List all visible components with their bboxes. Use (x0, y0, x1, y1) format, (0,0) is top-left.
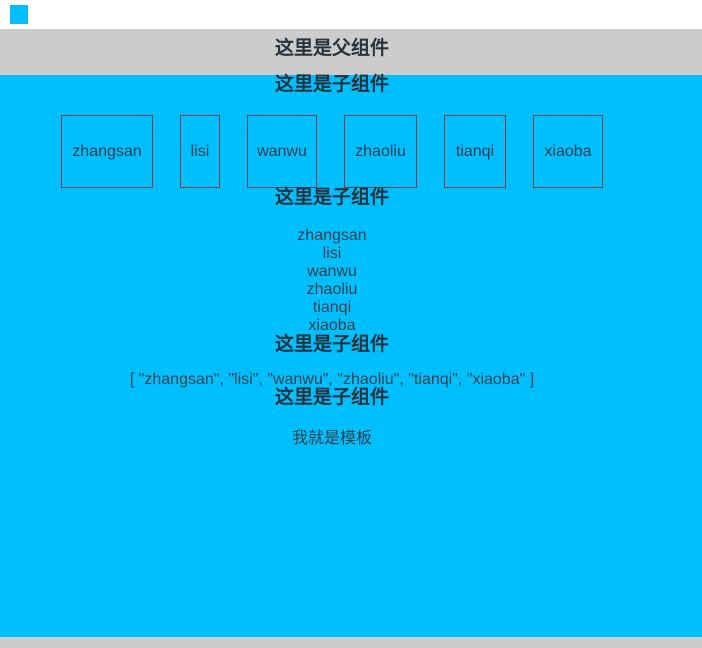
name-list-item: xiaoba (308, 317, 356, 334)
parent-component-title: 这里是父组件 (274, 38, 389, 59)
name-box: zhangsan (61, 115, 153, 188)
child-heading-template: 这里是子组件 (274, 387, 389, 408)
name-box: tianqi (444, 115, 506, 188)
child-heading-list: 这里是子组件 (274, 187, 389, 208)
name-box: lisi (180, 115, 220, 188)
name-list-item: zhaoliu (306, 281, 358, 298)
name-list-item: tianqi (312, 299, 352, 316)
corner-accent-square (10, 5, 28, 24)
parent-component-header: 这里是父组件 (0, 29, 702, 75)
name-list-item: zhangsan (297, 227, 367, 244)
child-heading-boxes: 这里是子组件 (274, 74, 389, 95)
child-components-area: 这里是子组件 zhangsan lisi wanwu zhaoliu tianq… (0, 75, 702, 637)
name-list: zhangsan lisi wanwu zhaoliu tianqi xiaob… (0, 227, 664, 335)
name-box: zhaoliu (344, 115, 417, 188)
bottom-gray-bar (0, 637, 702, 648)
name-list-item: wanwu (307, 263, 357, 280)
child-heading-array: 这里是子组件 (274, 334, 389, 355)
name-list-item: lisi (322, 245, 342, 262)
name-box: xiaoba (533, 115, 603, 188)
top-white-spacer (0, 0, 702, 29)
name-box: wanwu (247, 115, 317, 188)
template-text: 我就是模板 (291, 430, 372, 447)
names-array-text: [ "zhangsan", "lisi", "wanwu", "zhaoliu"… (129, 371, 535, 388)
name-box-row: zhangsan lisi wanwu zhaoliu tianqi xiaob… (61, 115, 702, 188)
